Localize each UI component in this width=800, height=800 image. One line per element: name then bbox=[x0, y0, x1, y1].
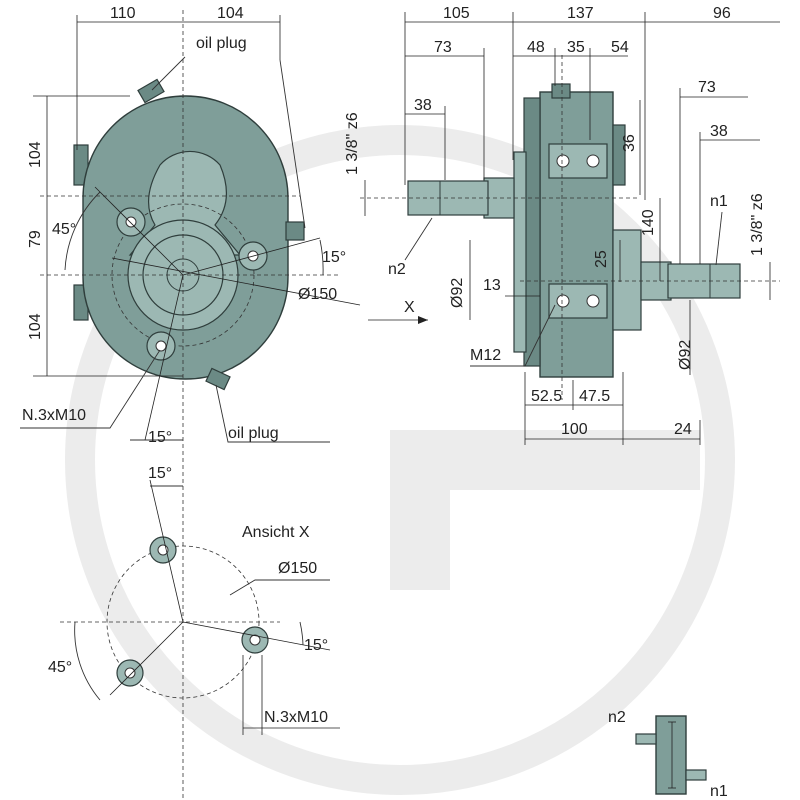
dim-105: 105 bbox=[443, 5, 470, 22]
front-view: 110 104 oil plug 104 79 104 45° 15° Ø150… bbox=[20, 5, 361, 800]
view-x-angle-45: 45° bbox=[48, 659, 72, 676]
dim-79: 79 bbox=[27, 230, 44, 248]
shaft-spec-right: 1 3/8" z6 bbox=[749, 193, 766, 256]
oil-plug-top-shape bbox=[137, 78, 165, 104]
bolts-label-front: N.3xM10 bbox=[22, 407, 86, 424]
schematic: n2 n1 bbox=[608, 709, 728, 800]
dim-52-5: 52.5 bbox=[531, 388, 562, 405]
dim-24: 24 bbox=[674, 421, 692, 438]
view-x: 15° Ansicht X Ø150 15° 45° N.3xM10 bbox=[48, 465, 340, 735]
view-x-bolt-1 bbox=[149, 536, 177, 564]
dim-137: 137 bbox=[567, 5, 594, 22]
side-housing-flange bbox=[513, 151, 527, 353]
dim-38-right: 38 bbox=[710, 123, 728, 140]
angle-15-front-right: 15° bbox=[322, 249, 346, 266]
dim-38-left: 38 bbox=[414, 97, 432, 114]
side-housing-rib bbox=[612, 124, 626, 186]
side-housing-rear bbox=[612, 229, 642, 331]
oil-plug-bottom-label: oil plug bbox=[228, 425, 279, 442]
bolt-hole-3 bbox=[146, 331, 176, 361]
view-x-angle-15-top: 15° bbox=[148, 465, 172, 482]
oil-plug-bottom-shape bbox=[205, 367, 231, 391]
label-m12: M12 bbox=[470, 347, 501, 364]
angle-15-front-bottom: 15° bbox=[148, 429, 172, 446]
view-x-diameter: Ø150 bbox=[278, 560, 317, 577]
dim-73-left: 73 bbox=[434, 39, 452, 56]
dim-13: 13 bbox=[483, 277, 501, 294]
view-x-bolts: N.3xM10 bbox=[264, 709, 328, 726]
view-x-bolt-3 bbox=[116, 659, 144, 687]
bolt-hole-1 bbox=[116, 207, 146, 237]
watermark-logo bbox=[65, 125, 735, 795]
angle-45-front: 45° bbox=[52, 221, 76, 238]
view-x-bolt-2 bbox=[241, 626, 269, 654]
dim-48: 48 bbox=[527, 39, 545, 56]
dim-25: 25 bbox=[593, 250, 610, 268]
view-x-label: X bbox=[404, 299, 415, 316]
schematic-shaft-n2 bbox=[635, 733, 657, 745]
dim-96: 96 bbox=[713, 5, 731, 22]
dim-100: 100 bbox=[561, 421, 588, 438]
dim-104-left-bottom: 104 bbox=[27, 313, 44, 340]
label-n2: n2 bbox=[388, 261, 406, 278]
side-housing-main bbox=[539, 91, 614, 378]
view-x-title: Ansicht X bbox=[242, 524, 310, 541]
dia-92-left: Ø92 bbox=[449, 278, 466, 308]
label-n1: n1 bbox=[710, 193, 728, 210]
side-top-cap bbox=[551, 83, 571, 99]
side-view: 105 137 96 73 48 35 54 73 38 38 36 1 3/8… bbox=[344, 5, 780, 445]
dim-54: 54 bbox=[611, 39, 629, 56]
schematic-n2: n2 bbox=[608, 709, 626, 726]
schematic-shaft-n1 bbox=[685, 769, 707, 781]
dim-104-top: 104 bbox=[217, 5, 244, 22]
shaft-spec-left: 1 3/8" z6 bbox=[344, 112, 361, 175]
dim-36: 36 bbox=[621, 134, 638, 152]
schematic-n1: n1 bbox=[710, 783, 728, 800]
dia-92-right: Ø92 bbox=[677, 340, 694, 370]
dim-140: 140 bbox=[640, 209, 657, 236]
view-x-angle-15-right: 15° bbox=[304, 637, 328, 654]
schematic-body bbox=[655, 715, 687, 795]
dim-47-5: 47.5 bbox=[579, 388, 610, 405]
oil-plug-top-label: oil plug bbox=[196, 35, 247, 52]
dim-104-left-top: 104 bbox=[27, 141, 44, 168]
dim-35: 35 bbox=[567, 39, 585, 56]
dim-110: 110 bbox=[110, 5, 136, 22]
dim-73-right: 73 bbox=[698, 79, 716, 96]
oil-plug-right-shape bbox=[285, 221, 305, 241]
